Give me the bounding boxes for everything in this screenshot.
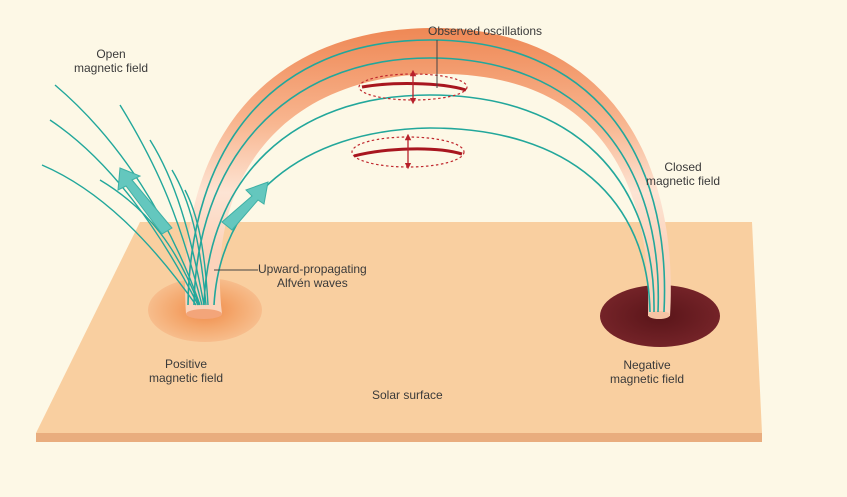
open-field-label: Open magnetic field [74,47,148,75]
oscillation-strand-upper [362,84,466,90]
closed-field-label: Closed magnetic field [646,160,720,188]
loop-foot-left [186,309,222,319]
observed-oscillations-label: Observed oscillations [428,24,542,38]
positive-field-label: Positive magnetic field [149,357,223,385]
loop-foot-right [648,311,670,319]
solar-surface-edge [36,433,762,442]
solar-surface-label: Solar surface [372,388,443,402]
alfven-waves-label: Upward-propagating Alfvén waves [258,262,367,290]
negative-field-label: Negative magnetic field [610,358,684,386]
